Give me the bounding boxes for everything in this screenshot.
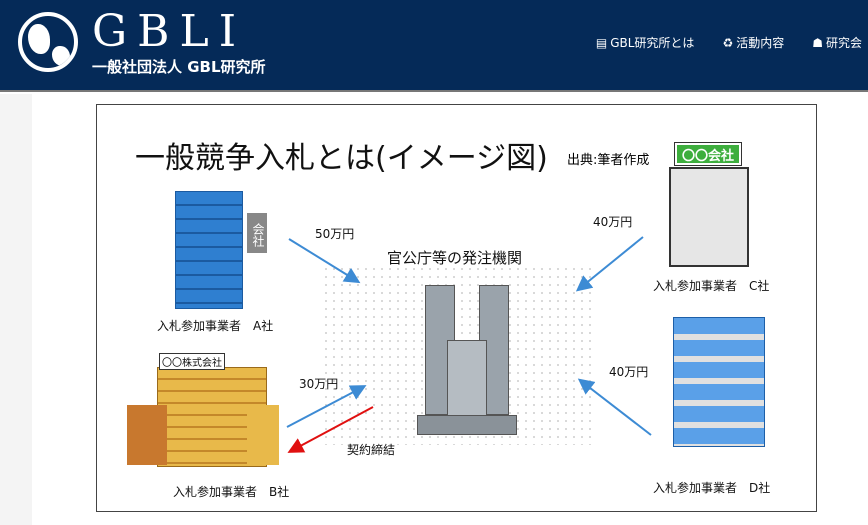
document-icon: ▤ [595, 35, 608, 50]
building-a-sign: 会社 [247, 213, 267, 253]
arrows [286, 236, 652, 453]
main-nav: ▤GBL研究所とは ♻活動内容 ☗研究会 [596, 34, 862, 51]
company-b-label: 入札参加事業者 B社 [173, 485, 290, 499]
org-name: 一般社団法人 GBL研究所 [92, 58, 266, 76]
building-b-sign: 〇〇株式会社 [159, 353, 225, 370]
figure-title: 一般競争入札とは(イメージ図) [135, 141, 548, 176]
company-c-bid: 40万円 [593, 215, 633, 229]
building-a-icon [175, 191, 243, 309]
people-icon: ☗ [812, 35, 823, 50]
contract-label: 契約締結 [347, 443, 396, 457]
figure-source: 出典:筆者作成 [567, 153, 650, 168]
company-a-bid: 50万円 [315, 227, 355, 241]
building-b-wing [247, 405, 279, 465]
bid-arrow-c [575, 236, 644, 292]
bid-arrow-b [286, 385, 367, 428]
handshake-icon: ♻ [722, 35, 734, 50]
company-c-label: 入札参加事業者 C社 [653, 279, 770, 293]
contract-arrow [287, 406, 374, 453]
nav-study-group[interactable]: ☗研究会 [812, 35, 862, 51]
company-b-bid: 30万円 [299, 377, 339, 391]
company-a-label: 入札参加事業者 A社 [157, 319, 274, 333]
bid-arrow-d [577, 378, 652, 436]
building-c-sign: 〇〇会社 [674, 142, 742, 166]
company-d-label: 入札参加事業者 D社 [653, 481, 771, 495]
nav-about[interactable]: ▤GBL研究所とは [595, 35, 695, 51]
center-label: 官公庁等の発注機関 [387, 249, 523, 267]
side-strip [0, 94, 32, 525]
site-header: GBLI 一般社団法人 GBL研究所 ▤GBL研究所とは ♻活動内容 ☗研究会 [0, 0, 868, 92]
building-c-icon [669, 167, 749, 267]
logo-text[interactable]: GBLI [92, 6, 247, 57]
bidding-diagram: 一般競争入札とは(イメージ図) 出典:筆者作成 官公庁等の発注機関 会社 入札参… [96, 104, 817, 512]
building-d-icon [673, 317, 765, 447]
government-building-icon [417, 285, 517, 435]
nav-activities[interactable]: ♻活動内容 [722, 35, 785, 51]
company-d-bid: 40万円 [609, 365, 649, 379]
bid-arrow-a [288, 238, 361, 284]
globe-logo-icon[interactable] [18, 12, 78, 72]
building-b-wing [127, 405, 167, 465]
